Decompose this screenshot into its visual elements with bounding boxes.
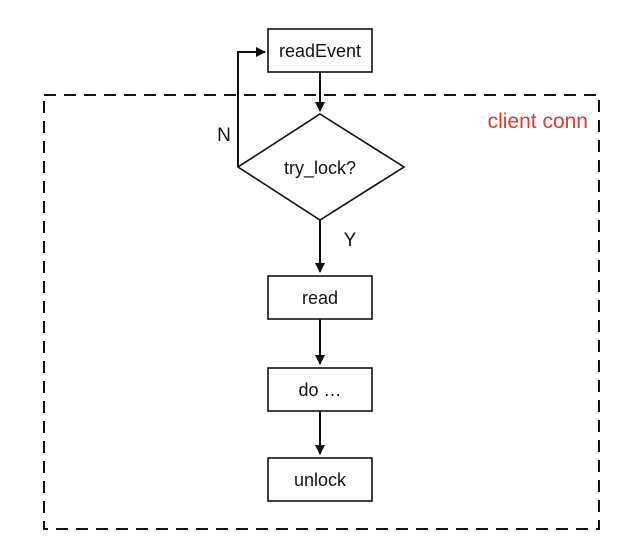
do-node bbox=[267, 367, 373, 412]
try-lock-decision-label: try_lock? bbox=[284, 158, 356, 179]
unlock-node bbox=[267, 457, 373, 502]
do-label: do … bbox=[298, 380, 341, 400]
client-conn-label: client conn bbox=[488, 110, 588, 133]
read-event-label: readEvent bbox=[279, 41, 361, 61]
client-conn-boundary bbox=[43, 94, 600, 530]
unlock-label: unlock bbox=[294, 470, 347, 490]
arrow-no-loop-to-read-event bbox=[237, 47, 266, 167]
yes-branch-label: Y bbox=[344, 230, 357, 251]
read-label: read bbox=[302, 288, 338, 308]
no-branch-label: N bbox=[217, 125, 231, 146]
